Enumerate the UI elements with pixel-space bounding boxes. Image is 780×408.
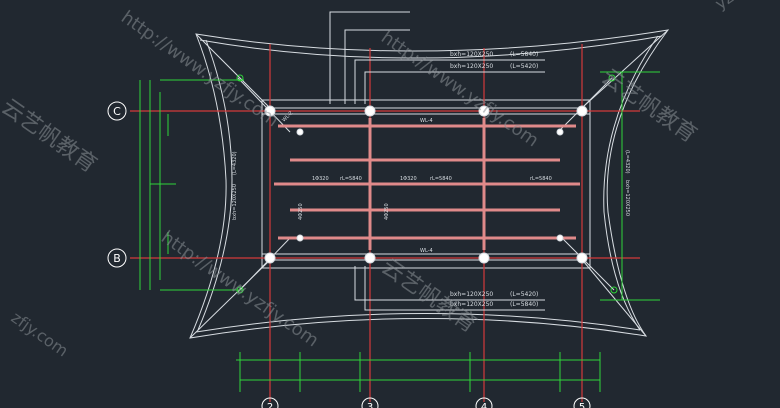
note-top-2-len: (L=5420) xyxy=(510,63,538,70)
label-wl-bottom: WL-4 xyxy=(420,248,433,254)
axis-bubbles-bottom: 2 3 4 5 xyxy=(261,397,591,408)
note-bottom-1: bxh=120X250 xyxy=(450,291,493,298)
label-diag: WL-2 xyxy=(281,110,294,123)
axis-label-b: B xyxy=(113,252,121,265)
label-vert-2: 4Φ250 xyxy=(384,203,390,220)
watermarks: http://www.yzfjy.com http://www.yzfjy.co… xyxy=(0,0,753,361)
label-mid-e: rL=5840 xyxy=(530,176,552,182)
axis-bubble-c: C xyxy=(107,101,127,121)
label-mid-b: rL=5840 xyxy=(340,176,362,182)
watermark-corner-top-right: yzfjy xyxy=(711,0,753,13)
axis-label-5: 5 xyxy=(579,402,585,408)
note-bottom-2: bxh=120X250 xyxy=(450,301,493,308)
axis-label-4: 4 xyxy=(481,402,487,408)
beam-labels: WL-4 WL-4 1Φ320 rL=5840 1Φ320 rL=5840 rL… xyxy=(232,110,630,254)
watermark-url-2: http://www.yzfjy.com xyxy=(377,27,542,152)
label-mid-a: 1Φ320 xyxy=(312,176,329,182)
dimension-lines xyxy=(139,71,660,392)
axis-label-2: 2 xyxy=(267,402,273,408)
label-mid-d: rL=5840 xyxy=(430,176,452,182)
corner-markers xyxy=(236,74,618,294)
note-top-1-len: (L=5840) xyxy=(510,51,538,58)
label-side-right-1: (L=4320) xyxy=(624,150,630,174)
note-top-1: bxh=120X250 xyxy=(450,51,493,58)
label-vert-1: 4Φ250 xyxy=(298,203,304,220)
beam-columns xyxy=(368,118,486,250)
watermark-brand-1: 云艺帆教育 xyxy=(0,94,101,178)
beams xyxy=(274,124,580,240)
label-side-right-2: bxh=120X250 xyxy=(624,180,630,216)
column-markers xyxy=(264,105,588,264)
note-top-2: bxh=120X250 xyxy=(450,63,493,70)
note-bottom-2-len: (L=5840) xyxy=(510,301,538,308)
label-mid-c: 1Φ320 xyxy=(400,176,417,182)
label-side-left-2: bxh=120X250 xyxy=(232,184,238,220)
watermark-url-3: http://www.yzfjy.com xyxy=(157,227,322,352)
leader-lines xyxy=(329,11,545,311)
leader-notes: bxh=120X250 (L=5840) bxh=120X250 (L=5420… xyxy=(450,51,538,308)
grid-axes xyxy=(130,44,640,402)
label-wl-top: WL-4 xyxy=(420,118,433,124)
axis-bubble-b: B xyxy=(107,248,127,268)
axis-label-c: C xyxy=(113,105,121,118)
watermark-url-1: http://www.yzfjy.com xyxy=(117,7,282,132)
axis-label-3: 3 xyxy=(367,402,373,408)
watermark-corner-bottom-left: zfjy.com xyxy=(8,308,72,361)
note-bottom-1-len: (L=5420) xyxy=(510,291,538,298)
label-side-left-1: (L=4320) xyxy=(232,151,238,175)
hip-lines xyxy=(189,29,669,339)
